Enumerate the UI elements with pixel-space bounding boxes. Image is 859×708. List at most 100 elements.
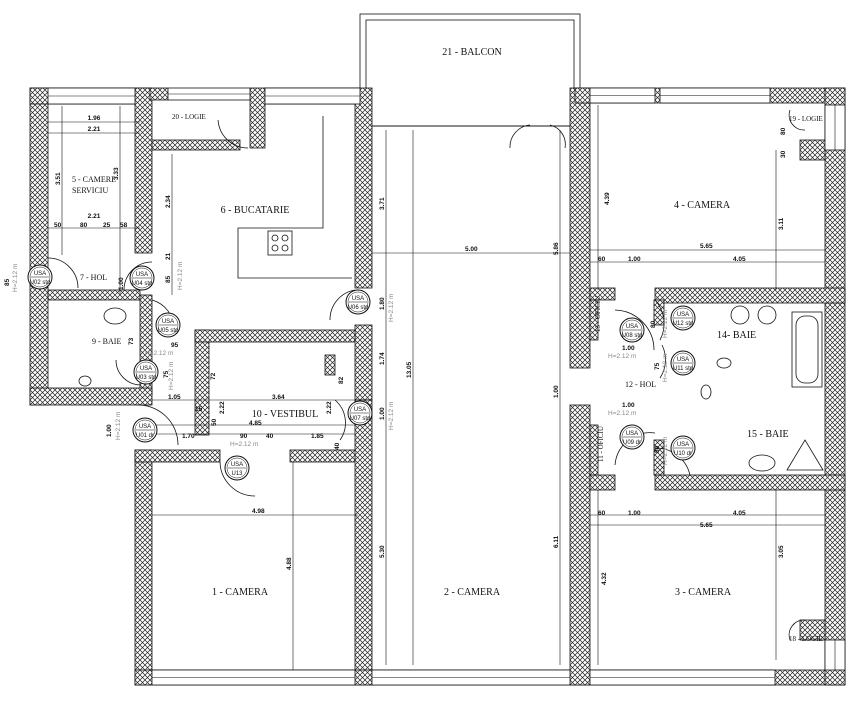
kitchen-counter	[237, 116, 352, 279]
wall	[799, 619, 826, 641]
wall	[29, 87, 49, 406]
dim-text: 2.34	[165, 195, 172, 208]
door-type: USA	[354, 407, 366, 413]
door-code: U08 stg	[622, 333, 643, 339]
wall	[134, 87, 153, 254]
wall	[149, 87, 169, 101]
height-annotations: H=2.12 m H=2.12 m H=2.12 m H=2.12 m H=2.…	[12, 262, 669, 465]
walls	[29, 87, 846, 686]
door-type: USA	[231, 462, 243, 468]
dim-text: 3.11	[778, 217, 785, 230]
door-type: USA	[162, 319, 174, 325]
height-text: H=2.12 m	[388, 294, 395, 322]
door-tag: USA U04 stg	[129, 265, 155, 291]
room-label: 1 - CAMERA	[212, 587, 269, 598]
door-code: U06 stg	[348, 305, 369, 311]
room-label: 6 - BUCATARIE	[221, 205, 290, 216]
wall	[654, 287, 846, 304]
height-text: H=2.12 m	[168, 362, 175, 390]
door-type: USA	[677, 312, 689, 318]
dim-text: 1.80	[379, 297, 386, 310]
room-label: 19 - LOGIE	[789, 115, 823, 123]
wall	[824, 87, 846, 686]
dim-text: 1.00	[106, 424, 113, 437]
dim-text: 5.65	[700, 243, 713, 250]
dim-text: 3.51	[55, 172, 62, 185]
wall	[289, 449, 361, 463]
dim-text: 5.30	[379, 545, 386, 558]
wall	[569, 87, 591, 369]
dim-text: 75	[163, 370, 170, 378]
room-label: 14- BAIE	[717, 330, 756, 341]
wall	[194, 329, 210, 436]
windows	[47, 87, 846, 686]
door-tag: USA U08 stg	[619, 317, 645, 343]
dim-text: 1.00	[622, 345, 635, 352]
door-code: U04 stg	[132, 281, 153, 287]
wall	[569, 404, 591, 686]
dim-text: 2.22	[219, 401, 226, 414]
wall	[653, 439, 665, 476]
room-label: 11 - OFICIU	[597, 426, 605, 462]
door-tag: USA U13	[224, 455, 250, 481]
wall	[589, 299, 599, 341]
room-label: 7 - HOL	[80, 273, 107, 282]
dim-text: 21	[165, 252, 172, 260]
door-tag: USA U12 stg	[670, 305, 696, 331]
sink-icon	[103, 305, 777, 472]
dim-text: 73	[128, 337, 135, 345]
dim-text: 1.70	[182, 433, 195, 440]
dim-text: 4.39	[604, 192, 611, 205]
dim-text: 80	[654, 445, 661, 453]
height-text: H=2.12 m	[12, 264, 19, 292]
door-code: U12 stg	[673, 321, 694, 327]
dim-text: 4.05	[733, 510, 746, 517]
door-code: U09 dr	[623, 440, 641, 446]
dim-text: 2.22	[326, 401, 333, 414]
room-labels: 1 - CAMERA 2 - CAMERA 3 - CAMERA 4 - CAM…	[72, 47, 823, 643]
dim-text: 82	[338, 376, 345, 384]
door-type: USA	[140, 366, 152, 372]
door-type: USA	[352, 296, 364, 302]
door-code: U10 dr	[674, 451, 692, 457]
height-text: H=2.12 m	[608, 410, 636, 417]
wall	[249, 87, 266, 149]
bathtub-icon	[791, 311, 823, 388]
dim-text: 3.64	[272, 394, 285, 401]
height-text: H=2.12 m	[115, 412, 122, 440]
dim-text: 1.00	[553, 385, 560, 398]
door-code: U13	[231, 471, 243, 477]
wall	[29, 387, 153, 406]
room-label: 13 - OFICIU	[594, 296, 602, 332]
door-code: U05 stg	[158, 328, 179, 334]
wall	[47, 289, 141, 301]
dim-text: 6.11	[553, 535, 560, 548]
wall	[354, 399, 373, 686]
room-label: SERVICIU	[72, 186, 108, 195]
room-label: 2 - CAMERA	[444, 587, 501, 598]
dim-text: 50	[211, 418, 218, 426]
dim-text: 1.00	[628, 510, 641, 517]
dim-text: 80	[80, 222, 88, 229]
door-type: USA	[136, 272, 148, 278]
dim-text: 95	[171, 342, 179, 349]
dim-text: 40	[334, 442, 341, 450]
door-type: USA	[626, 431, 638, 437]
height-text: H=2.12 m	[230, 441, 258, 448]
door-type: USA	[626, 324, 638, 330]
dim-text: 85	[4, 278, 11, 286]
dimension-lines	[48, 105, 825, 670]
height-text: H=2.12 m	[145, 350, 173, 357]
height-text: H=2.12 m	[662, 354, 669, 382]
dim-text: 85	[165, 275, 172, 283]
wall	[194, 329, 356, 343]
door-tag: USA U06 stg	[345, 289, 371, 315]
room-label: 3 - CAMERA	[675, 587, 732, 598]
dim-text: 25	[103, 222, 111, 229]
height-text: H=2.12 m	[662, 310, 669, 338]
